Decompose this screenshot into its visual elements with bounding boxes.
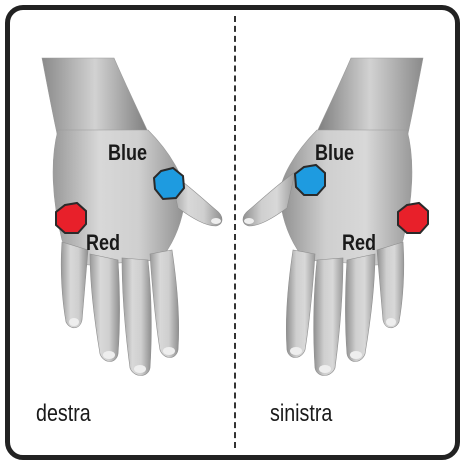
center-divider	[234, 16, 236, 448]
right-blue-marker	[295, 165, 325, 195]
right-blue-label: Blue	[315, 140, 354, 166]
right-red-label: Red	[342, 230, 376, 256]
left-blue-label: Blue	[108, 140, 147, 166]
diagram-frame: Blue Red destra Blue Red sinistra	[5, 5, 460, 460]
left-blue-marker	[154, 168, 184, 199]
left-side-label: destra	[36, 400, 91, 428]
right-side-label: sinistra	[270, 400, 332, 428]
right-hand	[243, 58, 423, 376]
left-red-label: Red	[86, 230, 120, 256]
hands-figure	[10, 10, 455, 455]
right-red-marker	[398, 203, 428, 233]
left-red-marker	[56, 203, 86, 233]
